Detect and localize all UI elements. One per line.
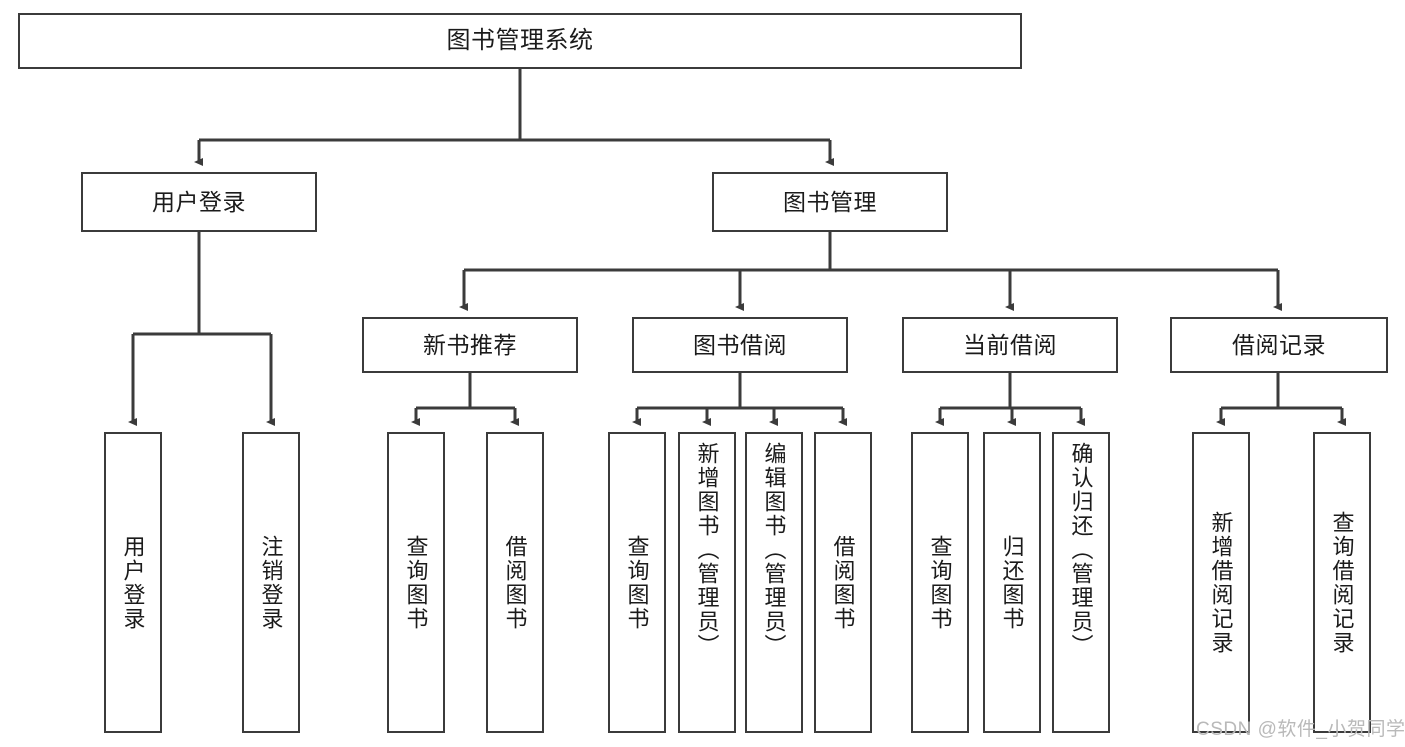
node-leaf-query-book-1-label: 查询图书 xyxy=(403,534,429,631)
node-borrow-record-label: 借阅记录 xyxy=(1232,331,1326,358)
node-book-management[interactable]: 图书管理 xyxy=(712,172,948,232)
node-current-borrow-label: 当前借阅 xyxy=(963,331,1057,358)
node-borrow-record[interactable]: 借阅记录 xyxy=(1170,317,1388,373)
node-leaf-query-book-2-label: 查询图书 xyxy=(624,534,650,631)
node-leaf-borrow-book-1[interactable]: 借阅图书 xyxy=(486,432,544,733)
node-leaf-user-login[interactable]: 用户登录 xyxy=(104,432,162,733)
node-leaf-query-book-1[interactable]: 查询图书 xyxy=(387,432,445,733)
node-leaf-confirm-return-admin[interactable]: 确认归还（管理员） xyxy=(1052,432,1110,733)
node-leaf-add-borrow-record[interactable]: 新增借阅记录 xyxy=(1192,432,1250,733)
node-root[interactable]: 图书管理系统 xyxy=(18,13,1022,69)
node-new-book-recommend[interactable]: 新书推荐 xyxy=(362,317,578,373)
node-book-borrow[interactable]: 图书借阅 xyxy=(632,317,848,373)
node-root-label: 图书管理系统 xyxy=(446,26,594,54)
node-leaf-logout-login[interactable]: 注销登录 xyxy=(242,432,300,733)
node-leaf-add-borrow-record-label: 新增借阅记录 xyxy=(1208,510,1234,655)
node-leaf-query-book-3-label: 查询图书 xyxy=(927,534,953,631)
node-leaf-borrow-book-2[interactable]: 借阅图书 xyxy=(814,432,872,733)
node-leaf-edit-book-admin-label: 编辑图书（管理员） xyxy=(761,442,787,658)
node-leaf-borrow-book-1-label: 借阅图书 xyxy=(502,534,528,631)
node-book-borrow-label: 图书借阅 xyxy=(693,331,787,358)
node-user-login[interactable]: 用户登录 xyxy=(81,172,317,232)
node-leaf-return-book-label: 归还图书 xyxy=(999,534,1025,631)
node-leaf-user-login-label: 用户登录 xyxy=(120,534,146,631)
node-leaf-confirm-return-admin-label: 确认归还（管理员） xyxy=(1068,442,1094,658)
node-leaf-return-book[interactable]: 归还图书 xyxy=(983,432,1041,733)
node-leaf-add-book-admin-label: 新增图书（管理员） xyxy=(694,442,720,658)
node-leaf-add-book-admin[interactable]: 新增图书（管理员） xyxy=(678,432,736,733)
node-leaf-logout-login-label: 注销登录 xyxy=(258,534,284,631)
node-leaf-borrow-book-2-label: 借阅图书 xyxy=(830,534,856,631)
node-leaf-query-borrow-record-label: 查询借阅记录 xyxy=(1329,510,1355,655)
node-leaf-edit-book-admin[interactable]: 编辑图书（管理员） xyxy=(745,432,803,733)
node-new-book-recommend-label: 新书推荐 xyxy=(423,331,517,358)
node-current-borrow[interactable]: 当前借阅 xyxy=(902,317,1118,373)
node-user-login-label: 用户登录 xyxy=(152,188,246,215)
node-book-management-label: 图书管理 xyxy=(783,188,877,215)
node-leaf-query-book-3[interactable]: 查询图书 xyxy=(911,432,969,733)
node-leaf-query-book-2[interactable]: 查询图书 xyxy=(608,432,666,733)
csdn-watermark: CSDN @软件_小贺同学 xyxy=(1196,719,1405,740)
node-leaf-query-borrow-record[interactable]: 查询借阅记录 xyxy=(1313,432,1371,733)
